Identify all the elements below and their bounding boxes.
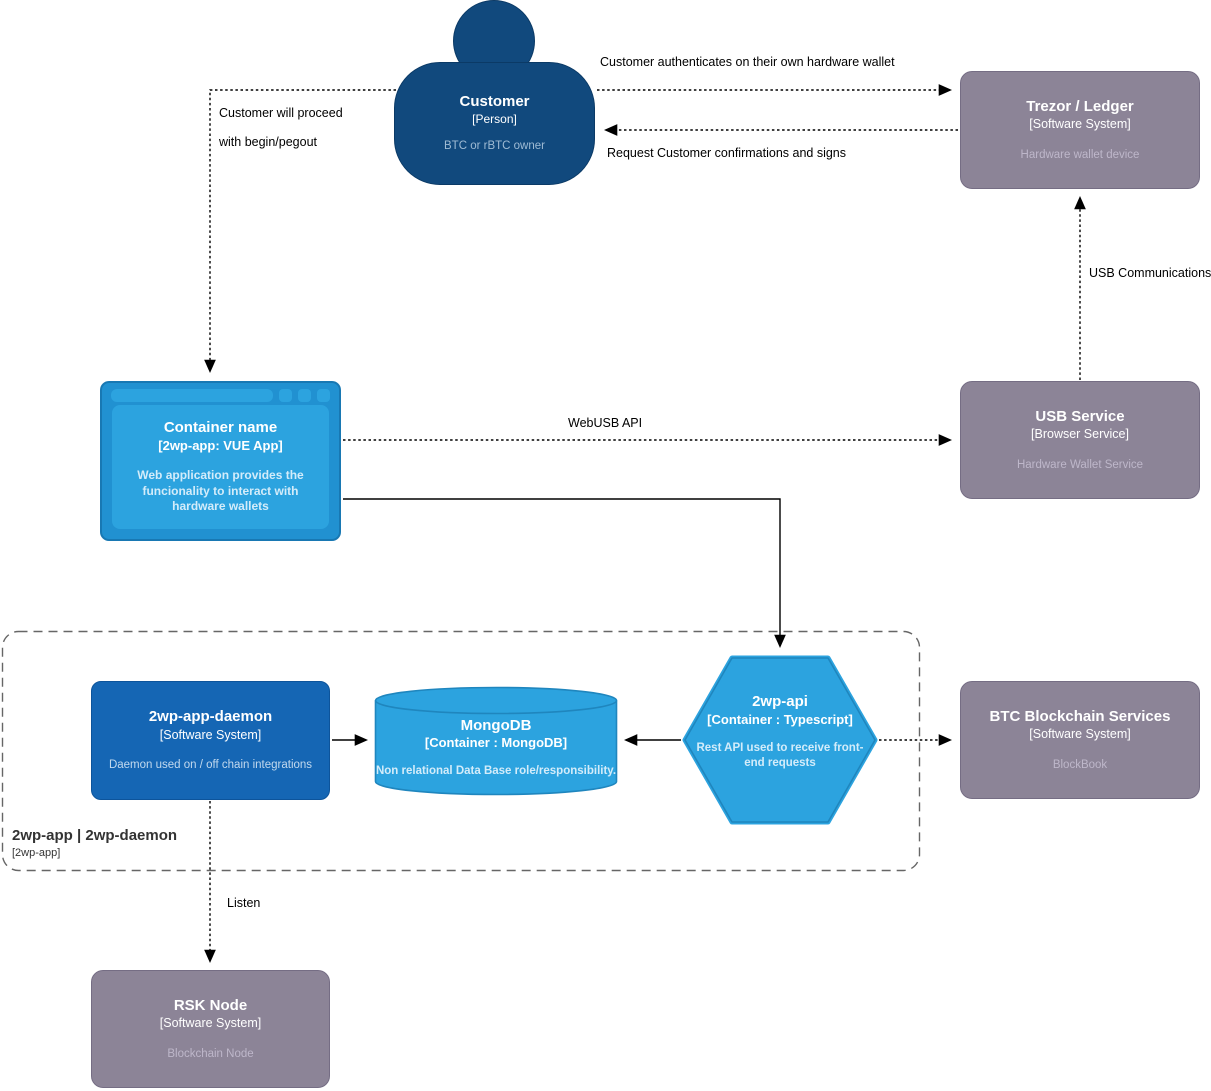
cylinder-shape-icon [374,686,618,796]
rsk-description: Blockchain Node [167,1047,254,1060]
customer-description: BTC or rBTC owner [444,140,545,153]
rsk-title: RSK Node [173,996,248,1014]
usb-service-description: Hardware Wallet Service [1016,458,1144,471]
browser-content-panel: Container name [2wp-app: VUE App] Web ap… [112,405,329,529]
api-description: Rest API used to receive front-end reque… [696,741,864,769]
trezor-subtitle: [Software System] [1029,117,1131,132]
node-mongodb[interactable]: MongoDB [Container : MongoDB] Non relati… [374,686,618,796]
api-subtitle: [Container : Typescript] [707,711,853,727]
webapp-subtitle: [2wp-app: VUE App] [158,438,283,454]
node-btc-blockchain-services[interactable]: BTC Blockchain Services [Software System… [960,681,1200,799]
daemon-description: Daemon used on / off chain integrations [108,759,313,772]
node-2wp-app-daemon[interactable]: 2wp-app-daemon [Software System] Daemon … [91,681,330,800]
node-webapp-container[interactable]: Container name [2wp-app: VUE App] Web ap… [100,381,341,541]
customer-subtitle: [Person] [472,111,517,126]
trezor-description: Hardware wallet device [1020,148,1140,161]
webapp-description: Web application provides the funcionalit… [137,467,304,514]
webapp-title: Container name [163,419,278,437]
node-customer[interactable]: Customer [Person] BTC or rBTC owner [394,62,595,185]
usb-service-title: USB Service [1035,407,1125,425]
browser-window-chrome [102,383,339,405]
browser-window-button [317,389,330,402]
usb-service-subtitle: [Browser Service] [1031,427,1129,442]
node-usb-service[interactable]: USB Service [Browser Service] Hardware W… [960,381,1200,499]
edge-label-listen: Listen [225,896,263,910]
browser-address-bar [111,389,273,402]
daemon-title: 2wp-app-daemon [148,708,273,726]
edge-label-proceed-line1: Customer will proceed [217,106,345,120]
mongodb-description: Non relational Data Base role/responsibi… [375,765,617,778]
boundary-2wp-app[interactable] [1,630,921,872]
edge-customer-to-webapp[interactable] [204,89,396,373]
edge-label-usb-communications: USB Communications [1087,266,1211,280]
edge-label-webusb-api: WebUSB API [566,416,645,430]
rsk-subtitle: [Software System] [159,1016,262,1031]
btc-subtitle: [Software System] [1029,727,1131,742]
mongodb-title: MongoDB [460,716,532,734]
mongodb-subtitle: [Container : MongoDB] [424,735,568,751]
browser-window-button [279,389,292,402]
customer-title: Customer [459,92,530,110]
node-trezor-ledger[interactable]: Trezor / Ledger [Software System] Hardwa… [960,71,1200,189]
boundary-subtitle: [2wp-app] [12,847,61,859]
api-title: 2wp-api [752,693,808,711]
boundary-label: 2wp-app | 2wp-daemon [2wp-app] [12,827,177,859]
node-rsk-node[interactable]: RSK Node [Software System] Blockchain No… [91,970,330,1088]
edge-label-authenticates: Customer authenticates on their own hard… [598,55,897,69]
hexagon-shape-icon [682,655,878,825]
browser-window-button [298,389,311,402]
btc-description: BlockBook [1052,758,1108,771]
boundary-title: 2wp-app | 2wp-daemon [12,827,178,844]
edge-label-confirmations: Request Customer confirmations and signs [605,146,849,160]
edge-label-proceed-line2: with begin/pegout [217,135,319,149]
node-2wp-api[interactable]: 2wp-api [Container : Typescript] Rest AP… [682,655,878,825]
btc-title: BTC Blockchain Services [989,707,1171,725]
daemon-subtitle: [Software System] [159,727,262,742]
trezor-title: Trezor / Ledger [1026,97,1134,115]
edge-webapp-to-api[interactable] [343,498,786,648]
